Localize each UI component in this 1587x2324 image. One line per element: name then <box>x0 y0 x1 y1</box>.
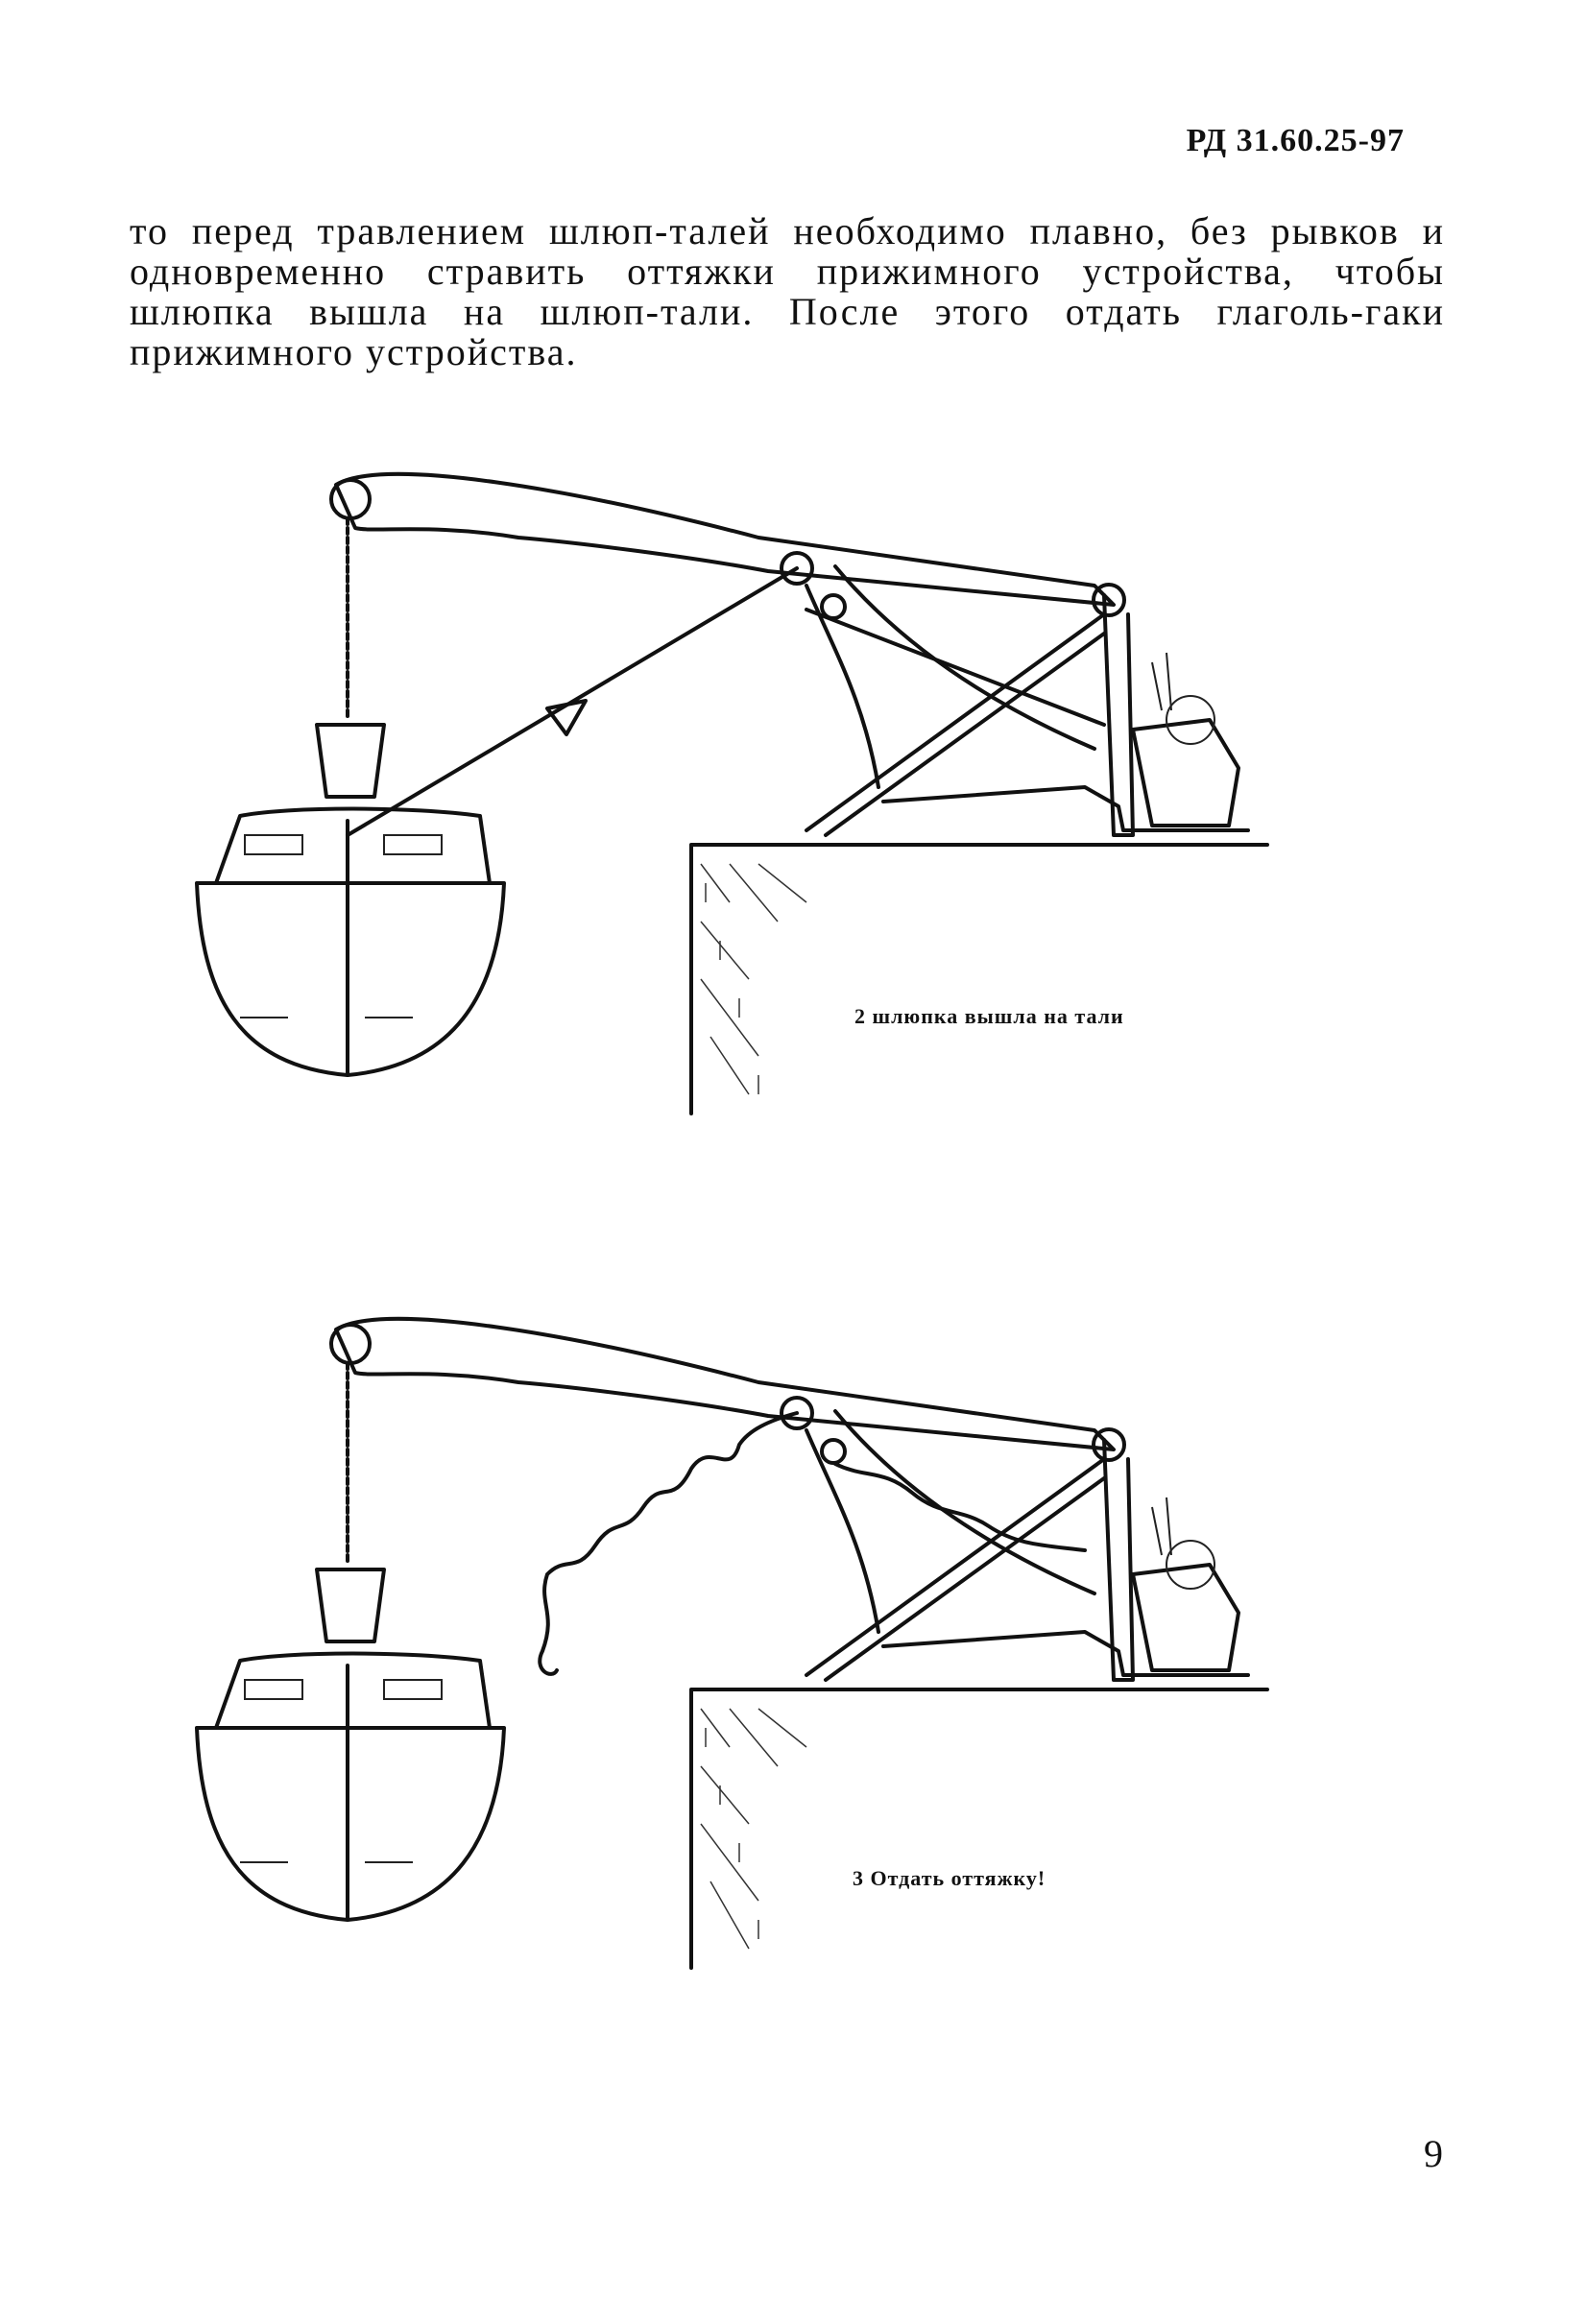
davit-drawing-1 <box>195 471 1269 1115</box>
figure-release-preventer <box>0 1286 1587 2016</box>
figure-caption-1: 2 шлюпка вышла на тали <box>854 1004 1124 1028</box>
davit-drawing-2 <box>195 1316 1269 1970</box>
page-number: 9 <box>1424 2132 1443 2175</box>
document-code: РД 31.60.25-97 <box>1186 123 1405 158</box>
figure-boat-on-falls <box>0 403 1587 1133</box>
body-paragraph: то перед травлением шлюп-талей необходим… <box>130 209 1445 373</box>
figure-caption-2: 3 Отдать оттяжку! <box>853 1866 1046 1890</box>
